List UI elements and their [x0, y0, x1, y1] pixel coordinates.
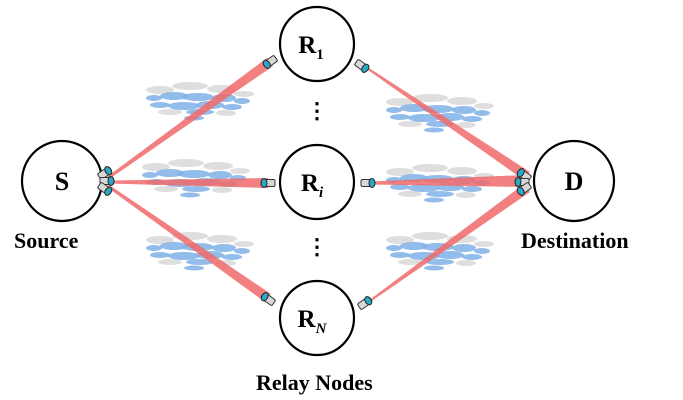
beam-relay-i-destination	[369, 175, 526, 187]
optical-terminal-icon	[357, 296, 373, 310]
turbulence-cloud-icon	[146, 232, 254, 271]
relay-i-base: R	[301, 170, 320, 197]
beam-source-relay-1	[107, 57, 273, 180]
destination-node	[532, 139, 616, 223]
relay-ellipsis-lower: ⋮	[306, 234, 328, 259]
relay-nodes-label: Relay Nodes	[256, 370, 373, 395]
relay-i-label: Ri	[301, 170, 324, 201]
optical-terminals	[97, 55, 532, 310]
optical-terminal-icon	[97, 182, 113, 196]
beam-relay-1-destination	[363, 65, 530, 181]
relay-1-node	[278, 5, 356, 83]
destination-letter: D	[565, 167, 584, 196]
optical-terminal-icon	[262, 55, 278, 69]
beam-relay-n-destination	[366, 183, 530, 304]
relay-n-label: RN	[298, 306, 328, 337]
relay-1-base: R	[298, 32, 317, 59]
beam-source-relay-n	[107, 184, 271, 303]
relay-n-sub: N	[315, 321, 328, 337]
relay-n-node	[278, 279, 356, 357]
relay-1-label: R1	[298, 32, 324, 63]
optical-beams	[107, 57, 530, 304]
source-label: Source	[14, 228, 79, 253]
turbulence-cloud-icon	[386, 94, 494, 133]
optical-terminal-icon	[354, 59, 370, 73]
relay-i-sub: i	[319, 185, 324, 201]
relay-n-base: R	[298, 306, 317, 333]
destination-label: Destination	[521, 228, 629, 253]
turbulence-cloud-icon	[142, 159, 250, 198]
relay-ellipsis-upper: ⋮	[306, 98, 328, 123]
optical-terminal-icon	[260, 292, 276, 306]
relay-1-sub: 1	[316, 47, 324, 63]
optical-terminal-icon	[260, 178, 276, 188]
optical-terminal-icon	[360, 178, 376, 188]
source-letter: S	[55, 167, 69, 196]
optical-terminal-icon	[516, 182, 532, 196]
beam-source-relay-i	[109, 178, 269, 188]
relay-i-node	[278, 143, 356, 221]
